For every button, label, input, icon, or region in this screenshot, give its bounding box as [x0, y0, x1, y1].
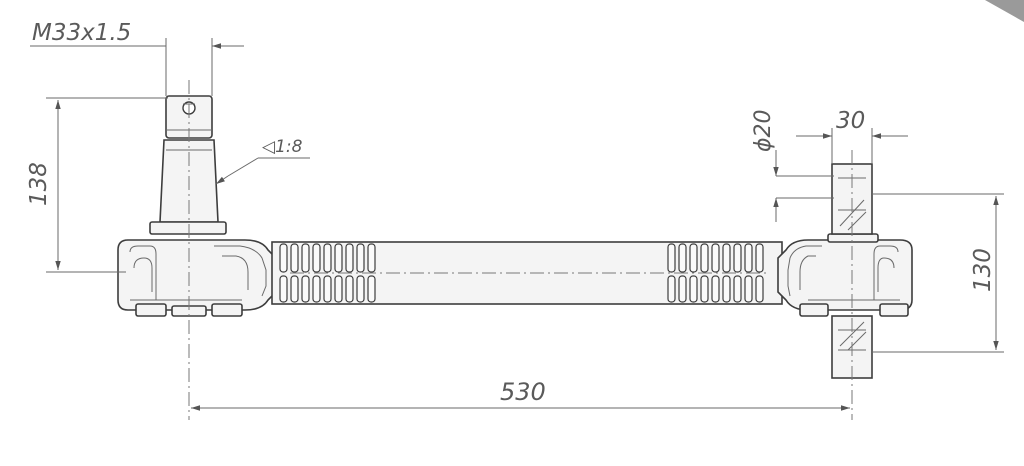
height-left-dimension: 138 — [26, 97, 168, 273]
height-left-label: 138 — [26, 162, 52, 206]
length-dimension: 530 — [191, 378, 850, 411]
width-right-dimension: 30 — [796, 108, 908, 164]
thread-dimension: M33x1.5 — [30, 20, 244, 96]
thread-label: M33x1.5 — [32, 20, 131, 46]
width-right-label: 30 — [836, 108, 865, 134]
left-ball-stud — [149, 95, 227, 235]
taper-label: ◁1:8 — [262, 137, 303, 157]
corner-fold — [985, 0, 1024, 22]
taper-annotation: ◁1:8 — [215, 137, 310, 185]
height-right-dimension: 130 — [872, 193, 1004, 353]
right-joint-housing — [777, 233, 913, 317]
diameter-label: ϕ20 — [751, 109, 776, 152]
length-label: 530 — [500, 378, 546, 406]
right-ribs — [667, 243, 764, 303]
left-joint-housing — [117, 239, 277, 317]
diameter-dimension: ϕ20 — [751, 109, 834, 222]
left-ribs — [279, 243, 376, 303]
height-right-label: 130 — [970, 248, 996, 292]
